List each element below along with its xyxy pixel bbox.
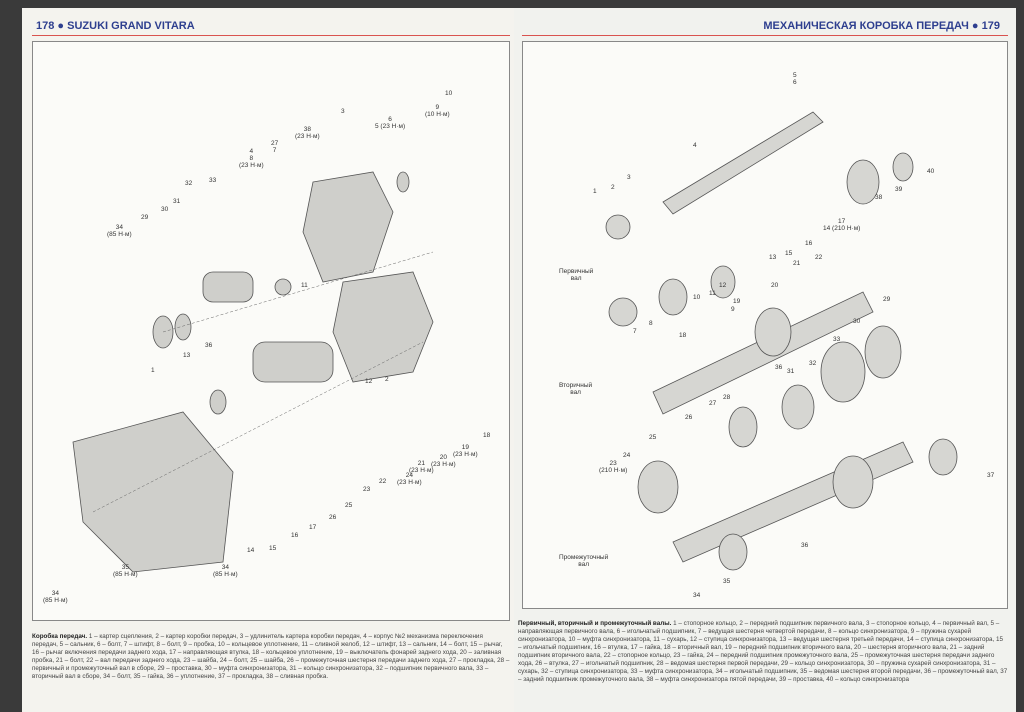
callout: 28	[723, 394, 731, 401]
callout: 11	[709, 290, 716, 297]
caption-text: 1 – картер сцепления, 2 – картер коробки…	[32, 633, 510, 680]
callout: 9	[731, 306, 735, 313]
caption-text: 1 – стопорное кольцо, 2 – передний подши…	[518, 620, 1008, 683]
callout: 36	[801, 542, 809, 549]
shaft-label-output: Вторичный вал	[559, 382, 593, 396]
callout: 2	[385, 376, 389, 383]
callout: 17	[309, 524, 317, 531]
callout: 25	[649, 434, 657, 441]
callout: 38	[875, 194, 883, 201]
callout: 22	[815, 254, 823, 261]
callout: 40	[927, 168, 935, 175]
shafts-exploded-drawing	[605, 111, 958, 571]
callout: 12	[719, 282, 727, 289]
callout: 19	[733, 298, 741, 305]
callout: 27	[709, 400, 717, 407]
shaft-label-counter: Промежуточный вал	[559, 554, 609, 568]
shaft-label-input: Первичный вал	[559, 268, 594, 282]
callout: 26	[685, 414, 693, 421]
callout: 3	[341, 108, 345, 115]
callout: 2	[611, 184, 615, 191]
callout: 24	[623, 452, 631, 459]
callout: 22	[379, 478, 387, 485]
header-rule	[32, 35, 510, 36]
callout: 21	[793, 260, 801, 267]
callout: 1	[593, 188, 597, 195]
callout: 35 (85 Н·м)	[113, 564, 138, 578]
callout: 34 (85 Н·м)	[43, 590, 68, 604]
callout: 36	[205, 342, 213, 349]
callout: 29	[883, 296, 891, 303]
callout: 14	[247, 547, 255, 554]
callout: 29	[141, 214, 149, 221]
callout: 20	[771, 282, 779, 289]
callout: 35	[723, 578, 731, 585]
callout: 19 (23 Н·м)	[453, 444, 478, 458]
callout: 26	[329, 514, 337, 521]
callout: 8	[649, 320, 653, 327]
callout: 31	[787, 368, 795, 375]
header-rule	[522, 35, 1008, 36]
callout: 16	[805, 240, 813, 247]
caption-title: Коробка передач.	[32, 633, 88, 640]
callout: 38 (23 Н·м)	[295, 126, 320, 140]
left-caption: Коробка передач. 1 – картер сцепления, 2…	[32, 633, 510, 681]
callout: 36	[775, 364, 783, 371]
callout: 31	[173, 198, 181, 205]
callout: 6 5 (23 Н·м)	[375, 116, 406, 130]
callout: 10	[445, 90, 453, 97]
callout: 17 14 (210 Н·м)	[823, 218, 861, 232]
callout: 23 (210 Н·м)	[599, 460, 628, 474]
shafts-diagram: Первичный вал Вторичный вал Промежуточны…	[522, 41, 1008, 609]
running-title: МЕХАНИЧЕСКАЯ КОРОБКА ПЕРЕДАЧ	[763, 20, 969, 32]
callout: 12	[365, 378, 373, 385]
callout: 32	[185, 180, 193, 187]
callout: 33	[209, 177, 217, 184]
gearbox-diagram: 10 9 (10 Н·м) 6 5 (23 Н·м) 3 38 (23 Н·м)…	[32, 41, 510, 621]
left-header: 178 ● SUZUKI GRAND VITARA	[36, 20, 195, 32]
callout: 15	[269, 545, 277, 552]
callout: 23	[363, 486, 371, 493]
page-number: 179	[981, 20, 1000, 32]
page-number: 178	[36, 20, 55, 32]
callout: 13	[769, 254, 777, 261]
callout: 34 (85 Н·м)	[213, 564, 238, 578]
callout: 11	[301, 282, 308, 289]
callout: 4	[693, 142, 697, 149]
callout: 5 6	[793, 72, 797, 86]
callout: 18	[679, 332, 687, 339]
callout: 30	[853, 318, 861, 325]
callout: 30	[161, 206, 169, 213]
callout: 21 (23 Н·м)	[409, 460, 434, 474]
callout: 10	[693, 294, 701, 301]
callout: 37	[987, 472, 995, 479]
callout: 27 7	[271, 140, 279, 154]
right-caption: Первичный, вторичный и промежуточный вал…	[518, 620, 1008, 684]
callout: 32	[809, 360, 817, 367]
callout: 25	[345, 502, 353, 509]
callout: 33	[833, 336, 841, 343]
callout: 34	[693, 592, 701, 599]
callout: 7	[633, 328, 637, 335]
right-page: МЕХАНИЧЕСКАЯ КОРОБКА ПЕРЕДАЧ ● 179 Перви…	[514, 8, 1016, 712]
callout: 34 (85 Н·м)	[107, 224, 132, 238]
callout: 24 (23 Н·м)	[397, 472, 422, 486]
right-header: МЕХАНИЧЕСКАЯ КОРОБКА ПЕРЕДАЧ ● 179	[763, 20, 1000, 32]
callout: 20 (23 Н·м)	[431, 454, 456, 468]
callout: 16	[291, 532, 299, 539]
callout: 9 (10 Н·м)	[425, 104, 450, 118]
callout: 4 8 (23 Н·м)	[239, 148, 264, 169]
caption-title: Первичный, вторичный и промежуточный вал…	[518, 620, 672, 627]
callout: 3	[627, 174, 631, 181]
callout: 13	[183, 352, 191, 359]
callout: 39	[895, 186, 903, 193]
callout: 15	[785, 250, 793, 257]
gearbox-exploded-drawing	[72, 171, 434, 573]
callout: 1	[151, 367, 155, 374]
callout: 18	[483, 432, 491, 439]
running-title: SUZUKI GRAND VITARA	[67, 20, 195, 32]
left-page: 178 ● SUZUKI GRAND VITARA 10 9 (10 Н·м) …	[22, 8, 514, 712]
